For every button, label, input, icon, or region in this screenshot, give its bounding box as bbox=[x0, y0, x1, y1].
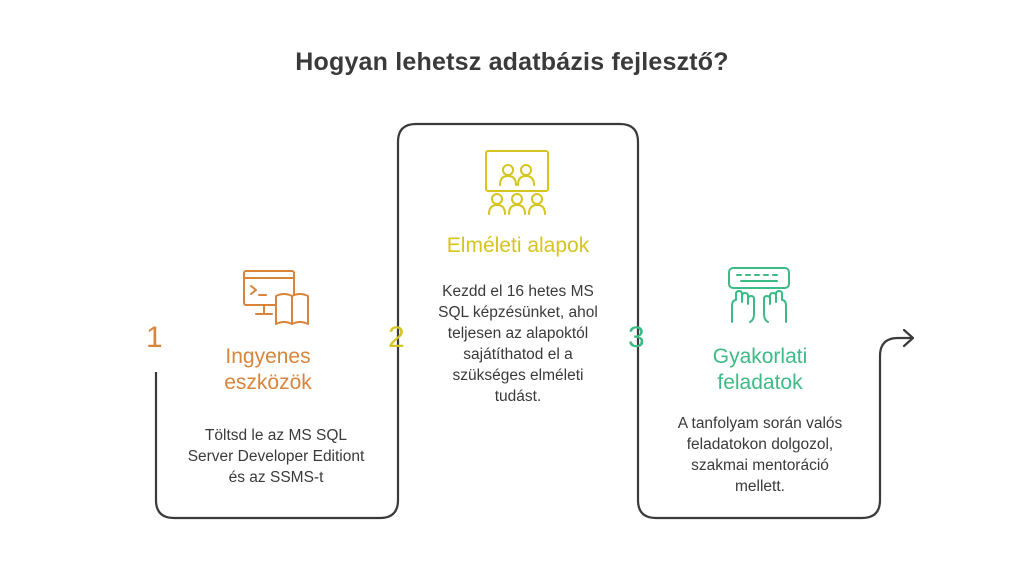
computer-book-icon bbox=[238, 268, 314, 328]
step-1-number: 1 bbox=[146, 321, 163, 354]
step-3-number: 3 bbox=[628, 321, 645, 354]
typing-keyboard-icon bbox=[724, 266, 794, 326]
step-2-heading: Elméleti alapok bbox=[446, 234, 590, 257]
arrow-head-icon bbox=[902, 328, 915, 348]
step-2-description: Kezdd el 16 hetes MS SQL képzésünket, ah… bbox=[438, 283, 598, 405]
step-1-description: Töltsd le az MS SQL Server Developer Edi… bbox=[187, 427, 365, 486]
step-2-number: 2 bbox=[388, 321, 405, 354]
page-title: Hogyan lehetsz adatbázis fejlesztő? bbox=[295, 48, 729, 76]
classroom-presentation-icon bbox=[482, 148, 552, 218]
step-3-description: A tanfolyam során valós feladatokon dolg… bbox=[677, 415, 843, 495]
step-3-heading: Gyakorlati feladatok bbox=[712, 345, 808, 394]
step-1-heading: Ingyenes eszközök bbox=[224, 345, 312, 394]
